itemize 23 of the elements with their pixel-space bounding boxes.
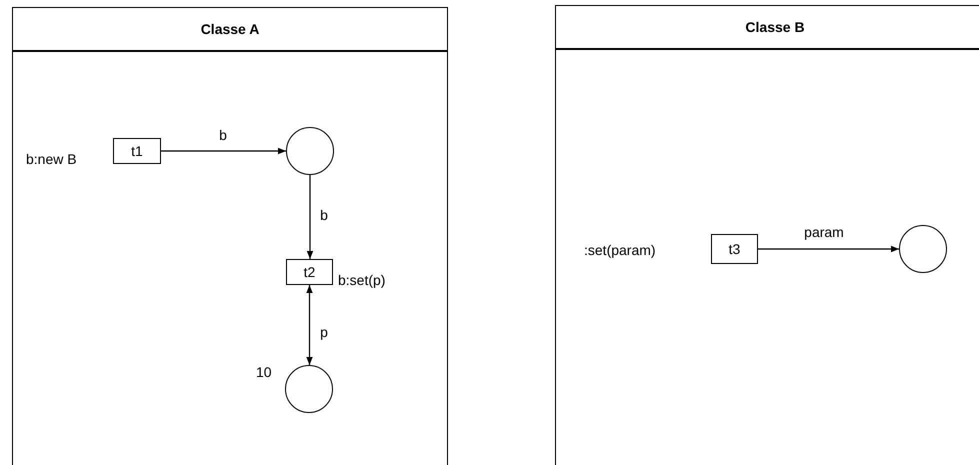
annotation-text: b:new B xyxy=(26,151,77,167)
transition-box xyxy=(113,138,161,164)
transition-label: t2 xyxy=(304,264,316,280)
transition-label: t3 xyxy=(728,241,740,257)
place-circle xyxy=(899,225,947,273)
transition-label: t1 xyxy=(131,143,143,159)
class-panel xyxy=(555,5,979,465)
arc-arrow xyxy=(161,148,286,154)
class-title: Classe B xyxy=(556,6,979,50)
transition-box xyxy=(286,259,333,285)
place-circle xyxy=(286,127,334,175)
edge-label: b xyxy=(217,127,229,143)
class-title: Classe A xyxy=(13,8,447,52)
arc-arrow xyxy=(306,175,314,259)
annotation-text: :set(param) xyxy=(584,242,656,258)
transition-box xyxy=(711,234,758,264)
class-panel xyxy=(12,7,448,465)
edge-label: b xyxy=(318,207,330,223)
place-circle xyxy=(285,365,333,413)
annotation-text: 10 xyxy=(256,364,272,380)
arc-arrow xyxy=(306,285,313,365)
arc-arrow xyxy=(758,246,899,252)
annotation-text: b:set(p) xyxy=(338,272,386,288)
